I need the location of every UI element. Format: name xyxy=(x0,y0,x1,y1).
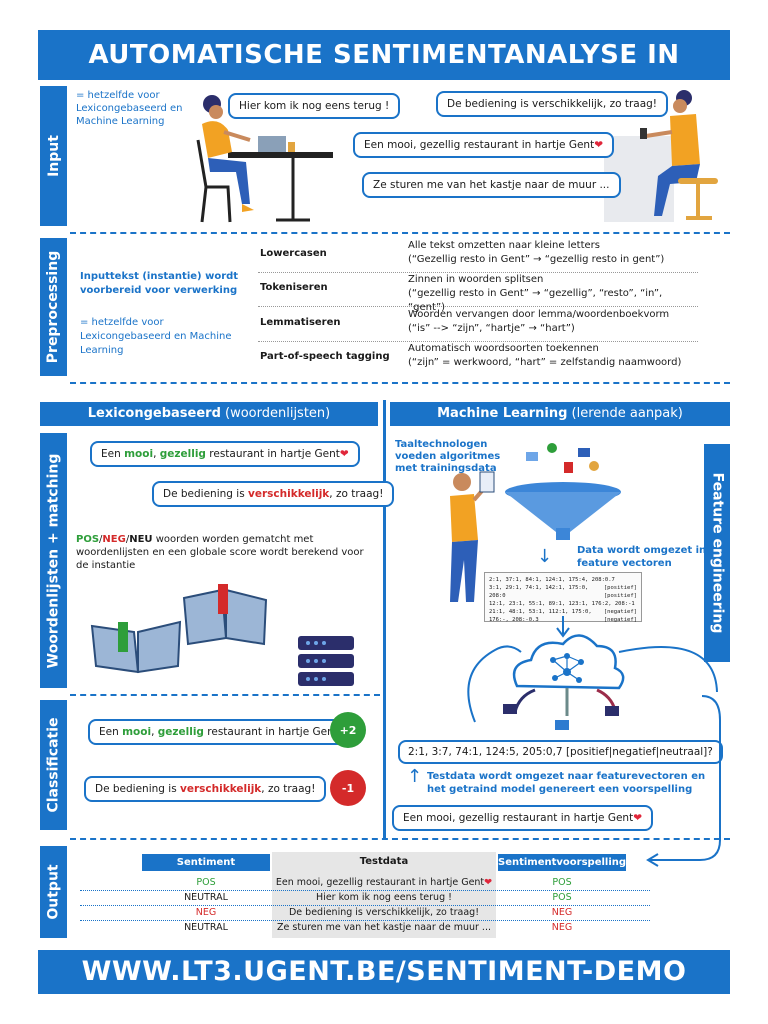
preprocessing-term: Part-of-speech tagging xyxy=(260,351,390,362)
vector-row: 2:1, 37:1, 84:1, 124:1, 175:4, 208:0.7 [… xyxy=(489,577,637,591)
preprocessing-term: Tokeniseren xyxy=(260,282,328,293)
ml-prediction: POS xyxy=(552,877,572,888)
book-green-icon xyxy=(90,620,182,674)
table-divider xyxy=(80,920,650,921)
funnel-icon xyxy=(505,443,621,540)
lexicon-header: Lexicongebaseerd (woordenlijsten) xyxy=(40,402,378,426)
vector-row: 12:1, 23:1, 55:1, 89:1, 123:1, 176:2, 20… xyxy=(489,601,637,615)
preprocessing-term: Lemmatiseren xyxy=(260,317,341,328)
heart-icon: ❤ xyxy=(633,812,643,824)
lexicon-bubble-pos: Een mooi, gezellig restaurant in hartje … xyxy=(90,441,360,467)
testdata-text: De bediening is verschikkelijk, zo traag… xyxy=(288,907,479,918)
preprocessing-note-2: = hetzelfde voor Lexicongebaseerd en Mac… xyxy=(80,317,232,356)
testdata-text: Een mooi, gezellig restaurant in hartje … xyxy=(275,877,493,888)
testdata-column-bg xyxy=(272,852,496,938)
server-icon xyxy=(298,636,354,686)
preprocessing-row: Lemmatiseren Woorden vervangen door lemm… xyxy=(258,308,698,342)
divider xyxy=(70,838,730,840)
woman-laptop-illustration xyxy=(196,95,333,223)
vector-row: 3:1, 29:1, 74:1, 142:1, 175:0, 208:0 [po… xyxy=(489,585,637,599)
divider xyxy=(70,382,730,384)
divider xyxy=(70,232,730,234)
preprocessing-term: Lowercasen xyxy=(260,248,327,259)
preprocessing-row: Part-of-speech tagging Automatisch woord… xyxy=(260,343,682,368)
cloud-model-diagram xyxy=(467,616,718,730)
up-arrow: ↑ xyxy=(407,766,423,787)
heart-icon: ❤ xyxy=(594,139,604,151)
heart-icon: ❤ xyxy=(484,877,493,888)
ml-header: Machine Learning (lerende aanpak) xyxy=(390,402,730,426)
section-label-preprocessing: Preprocessing xyxy=(40,238,67,376)
test-bubble: Een mooi, gezellig restaurant in hartje … xyxy=(392,805,654,831)
section-label-output: Output xyxy=(40,846,67,938)
testdata-text: Ze sturen me van het kastje naar de muur… xyxy=(277,922,491,933)
preprocessing-row: Tokeniseren Zinnen in woorden splitsen(“… xyxy=(258,273,698,313)
lexicon-prediction: NEG xyxy=(195,907,217,918)
lexicon-prediction-header: Sentiment voorspelling xyxy=(142,854,270,885)
testdata-text: Hier kom ik nog eens terug ! xyxy=(316,892,452,903)
column-divider xyxy=(383,400,386,840)
classification-bubble-pos: Een mooi, gezellig restaurant in hartje … xyxy=(88,719,358,745)
table-divider xyxy=(80,890,650,891)
book-red-icon xyxy=(182,584,268,646)
vector-row: 21:1, 48:1, 53:1, 112:1, 175:0, 176:-, 2… xyxy=(489,609,637,623)
section-label-feature-engineering: Feature engineering xyxy=(704,444,730,662)
ml-prediction-header: Sentimentvoorspelling xyxy=(498,854,626,871)
feature-vector-box: 2:1, 37:1, 84:1, 124:1, 175:4, 208:0.7 [… xyxy=(484,572,642,623)
input-bubble-1: Hier kom ik nog eens terug ! xyxy=(228,93,401,119)
input-bubble-4: Ze sturen me van het kastje naar de muur… xyxy=(362,172,621,198)
input-bubble-3: Een mooi, gezellig restaurant in hartje … xyxy=(353,132,615,158)
preprocessing-row: Lowercasen Alle tekst omzetten naar klei… xyxy=(258,239,698,273)
lexicon-explanation: POS/NEG/NEU woorden worden gematcht met … xyxy=(76,534,364,571)
testdata-header: Testdata xyxy=(359,856,409,867)
output-arrow xyxy=(646,695,721,867)
classification-bubble-neg: De bediening is verschikkelijk, zo traag… xyxy=(84,776,327,802)
person-data-illustration xyxy=(450,471,495,602)
footer-url[interactable]: WWW.LT3.UGENT.BE/SENTIMENT-DEMO xyxy=(38,950,730,994)
lexicon-prediction: POS xyxy=(196,877,216,888)
section-label-input: Input xyxy=(40,86,67,226)
lexicon-bubble-neg: De bediening is verschikkelijk, zo traag… xyxy=(152,481,395,507)
ml-feed-note: Taaltechnologen voeden algoritmes met tr… xyxy=(395,439,501,474)
input-bubble-2: De bediening is verschikkelijk, zo traag… xyxy=(436,91,669,117)
score-badge-negative: -1 xyxy=(330,770,366,806)
lexicon-prediction: NEUTRAL xyxy=(184,892,228,903)
table-divider xyxy=(80,905,650,906)
input-note: = hetzelfde voor Lexicongebaseerd en Mac… xyxy=(76,90,183,127)
ml-prediction: POS xyxy=(552,892,572,903)
test-vector-bubble: 2:1, 3:7, 74:1, 124:5, 205:0,7 [positief… xyxy=(398,740,723,764)
test-note: Testdata wordt omgezet naar featurevecto… xyxy=(427,771,706,795)
divider xyxy=(70,694,380,696)
score-badge-positive: +2 xyxy=(330,712,366,748)
section-label-woordenlijsten: Woordenlijsten + matching xyxy=(40,433,67,688)
page-title: AUTOMATISCHE SENTIMENTANALYSE IN TEKSTEN xyxy=(38,30,730,120)
down-arrow: ↓ xyxy=(537,546,553,567)
vectors-note: Data wordt omgezet in feature vectoren xyxy=(577,545,707,569)
ml-prediction: NEG xyxy=(551,922,573,933)
preprocessing-note: Inputtekst (instantie) wordt voorbereid … xyxy=(80,271,239,296)
heart-icon: ❤ xyxy=(339,448,349,460)
lexicon-prediction: NEUTRAL xyxy=(184,922,228,933)
ml-prediction: NEG xyxy=(551,907,573,918)
section-label-classificatie: Classificatie xyxy=(40,700,67,830)
